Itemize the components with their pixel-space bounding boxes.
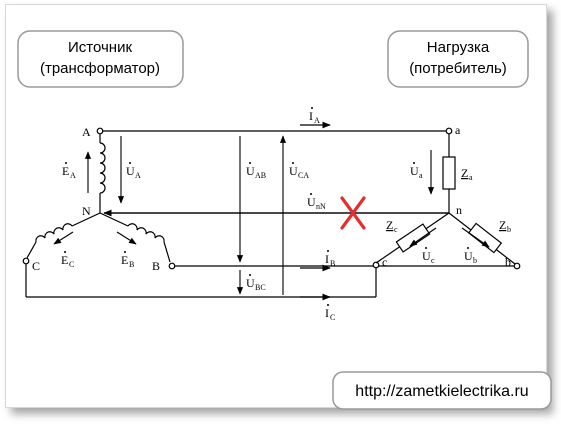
svg-text:B: B bbox=[330, 259, 335, 268]
arrow-uc-load bbox=[409, 227, 437, 247]
arrow-ec bbox=[53, 231, 74, 245]
source-box: Источник (трансформатор) bbox=[17, 30, 184, 88]
label-Uc: U c bbox=[422, 247, 435, 265]
node-label-a: a bbox=[455, 123, 461, 137]
node-label-B: B bbox=[152, 259, 160, 273]
url-badge: http://zametkielectrika.ru bbox=[332, 371, 552, 410]
svg-text:A: A bbox=[70, 171, 76, 180]
line-a bbox=[102, 121, 446, 132]
node-A bbox=[96, 127, 104, 135]
label-UA: U A bbox=[126, 162, 141, 180]
svg-text:a: a bbox=[469, 173, 473, 182]
svg-text:U: U bbox=[126, 164, 135, 178]
winding-c bbox=[26, 212, 101, 259]
winding-a bbox=[99, 134, 106, 213]
label-UCA: U CA bbox=[289, 162, 309, 180]
svg-text:Z: Z bbox=[386, 218, 393, 232]
node-label-b: b bbox=[505, 255, 511, 269]
arrow-ub-load bbox=[461, 227, 490, 248]
svg-text:U: U bbox=[422, 249, 431, 263]
svg-text:E: E bbox=[121, 253, 128, 267]
label-Zb: Z b bbox=[499, 218, 511, 234]
svg-text:nN: nN bbox=[316, 202, 326, 211]
svg-text:I: I bbox=[325, 252, 329, 266]
svg-text:Z: Z bbox=[499, 218, 506, 232]
svg-text:I: I bbox=[325, 306, 329, 320]
svg-text:A: A bbox=[314, 116, 320, 125]
load-box: Нагрузка (потребитель) bbox=[387, 30, 529, 88]
line-c bbox=[25, 264, 377, 301]
node-label-A: A bbox=[82, 125, 91, 139]
label-UBC: U BC bbox=[246, 274, 266, 292]
svg-text:I: I bbox=[309, 109, 313, 123]
label-IB: I B bbox=[325, 250, 335, 268]
winding-b bbox=[99, 212, 171, 263]
svg-text:CA: CA bbox=[298, 171, 309, 180]
node-C bbox=[22, 257, 30, 265]
label-UAB: U AB bbox=[246, 162, 266, 180]
url-text: http://zametkielectrika.ru bbox=[355, 383, 528, 400]
node-c bbox=[372, 261, 380, 269]
load-title: Нагрузка bbox=[427, 39, 490, 56]
svg-text:U: U bbox=[410, 164, 419, 178]
svg-text:BC: BC bbox=[255, 283, 266, 292]
source-subtitle: (трансформатор) bbox=[40, 60, 160, 77]
label-Za: Z a bbox=[461, 166, 473, 182]
label-EA: E A bbox=[62, 162, 76, 180]
svg-text:E: E bbox=[62, 164, 69, 178]
load-subtitle: (потребитель) bbox=[409, 60, 507, 77]
node-label-N: N bbox=[82, 204, 91, 218]
label-EC: E C bbox=[61, 251, 74, 269]
svg-text:U: U bbox=[246, 276, 255, 290]
label-UnN: U nN bbox=[307, 193, 326, 211]
source-title: Источник bbox=[68, 39, 132, 56]
node-label-c: c bbox=[382, 255, 387, 269]
svg-text:AB: AB bbox=[255, 171, 266, 180]
label-EB: E B bbox=[121, 251, 134, 269]
svg-text:Z: Z bbox=[461, 166, 468, 180]
node-label-n: n bbox=[456, 203, 462, 217]
node-b bbox=[513, 262, 521, 270]
label-IC: I C bbox=[325, 304, 335, 322]
svg-text:C: C bbox=[69, 260, 74, 269]
label-IA: I A bbox=[309, 107, 320, 125]
node-a bbox=[445, 127, 453, 135]
impedance-zb bbox=[448, 212, 516, 265]
label-Ub: U b bbox=[464, 247, 477, 265]
svg-text:b: b bbox=[473, 256, 477, 265]
svg-text:U: U bbox=[246, 164, 255, 178]
node-B bbox=[168, 262, 176, 270]
svg-text:B: B bbox=[129, 260, 134, 269]
svg-text:b: b bbox=[507, 225, 511, 234]
label-Zc: Z c bbox=[386, 218, 398, 234]
svg-text:a: a bbox=[419, 171, 423, 180]
svg-text:A: A bbox=[135, 171, 141, 180]
line-b bbox=[175, 264, 514, 272]
svg-text:E: E bbox=[61, 253, 68, 267]
svg-text:U: U bbox=[289, 164, 298, 178]
impedance-za bbox=[442, 134, 456, 213]
svg-text:U: U bbox=[464, 249, 473, 263]
svg-text:C: C bbox=[330, 313, 335, 322]
svg-text:c: c bbox=[394, 225, 398, 234]
svg-text:c: c bbox=[431, 256, 435, 265]
neutral-break-cross-icon bbox=[340, 196, 366, 230]
node-label-C: C bbox=[32, 259, 40, 273]
arrow-eb bbox=[116, 231, 137, 245]
svg-text:U: U bbox=[307, 195, 316, 209]
label-Ua: U a bbox=[410, 162, 423, 180]
